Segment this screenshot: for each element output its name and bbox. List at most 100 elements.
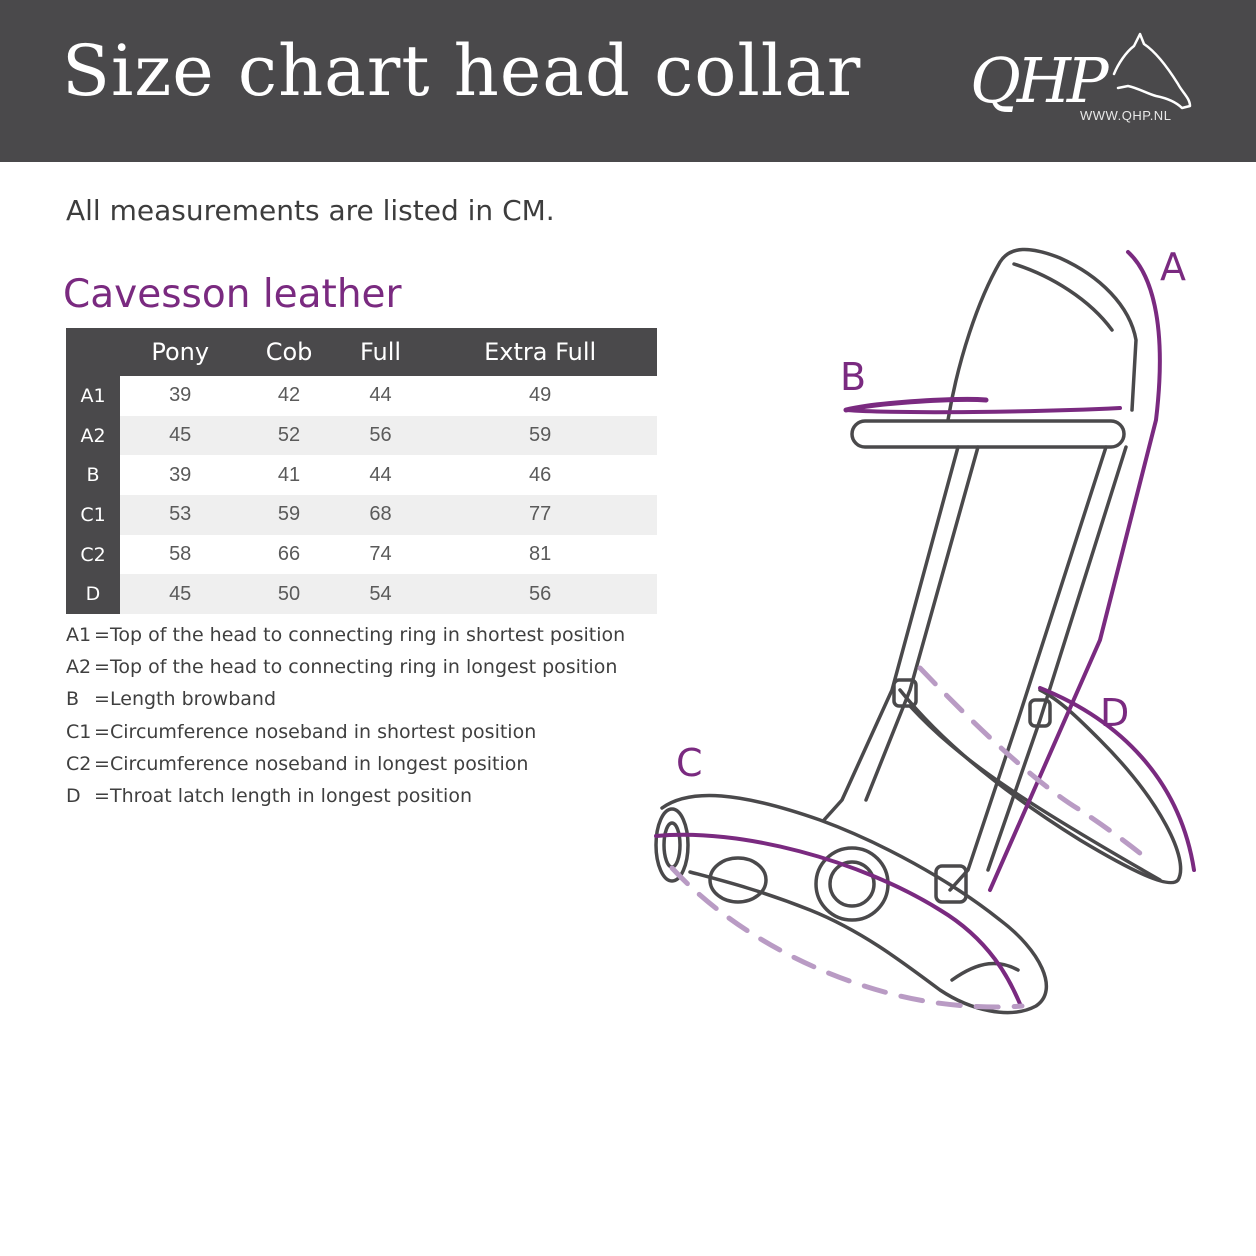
legend-text: Top of the head to connecting ring in sh…: [110, 624, 626, 646]
row-label: D: [66, 574, 120, 615]
legend-item: A2=Top of the head to connecting ring in…: [66, 654, 625, 686]
table-corner-cell: [66, 328, 120, 376]
ring-left: [654, 807, 690, 883]
legend-equals: =: [94, 688, 110, 711]
table-cell: 81: [529, 543, 552, 566]
table-cell: 50: [240, 574, 338, 615]
column-header-full: Full: [337, 328, 424, 376]
diagram-label-c: C: [676, 741, 703, 785]
table-row: B 39 41 44 46: [66, 455, 657, 496]
measure-line-d-dashed: [917, 665, 1149, 861]
legend-code: A2: [66, 656, 92, 679]
throat-latch-inner: [908, 704, 1162, 882]
logo-text: QHP: [970, 44, 1110, 117]
table-cell: 56: [423, 574, 657, 615]
noseband: [660, 793, 1048, 1015]
table-cell: 46: [529, 463, 552, 486]
legend-text: Top of the head to connecting ring in lo…: [110, 656, 618, 679]
legend-text: Circumference noseband in shortest posit…: [110, 720, 537, 743]
table-cell: 41: [277, 463, 301, 486]
column-header-pony: Pony: [120, 328, 241, 376]
table-cell: 45: [120, 415, 241, 456]
measure-line-c-dashed: [669, 865, 1025, 1010]
size-table: Pony Cob Full Extra Full A1 39 42 44 49 …: [66, 328, 657, 615]
measurement-note: All measurements are listed in CM.: [66, 194, 555, 227]
measure-line-a: [988, 250, 1162, 892]
legend-text: Length browband: [110, 688, 276, 711]
diagram-label-d: D: [1100, 691, 1129, 735]
row-label: A2: [66, 415, 120, 456]
table-cell: 58: [169, 543, 192, 566]
table-cell: 59: [423, 415, 657, 456]
legend-text: Circumference noseband in longest positi…: [110, 752, 529, 775]
legend-code: C1: [66, 720, 92, 743]
table-cell: 42: [277, 384, 301, 407]
buckle-lower: [934, 864, 968, 904]
row-label: A1: [66, 376, 120, 416]
head-collar-diagram: A B C D: [654, 245, 1196, 1015]
table-cell: 68: [337, 495, 424, 535]
measurement-legend: A1=Top of the head to connecting ring in…: [66, 622, 625, 815]
table-cell: 74: [369, 543, 392, 566]
table-cell: 39: [169, 463, 192, 486]
ring-left-inner: [662, 821, 682, 869]
noseband-front: [950, 961, 1020, 982]
measure-line-b: [843, 396, 989, 413]
section-title: Cavesson leather: [63, 272, 402, 317]
table-cell: 59: [240, 495, 338, 535]
table-cell: 49: [529, 384, 552, 407]
measurement-lines: [654, 250, 1196, 1010]
horse-head-icon: [1112, 32, 1192, 110]
measure-line-c: [654, 832, 1022, 1006]
logo-url[interactable]: WWW.QHP.NL: [1080, 108, 1172, 123]
legend-equals: =: [94, 752, 110, 775]
legend-equals: =: [94, 656, 110, 679]
legend-code: B: [66, 688, 80, 711]
table-row: C1 53 59 68 77: [66, 495, 657, 535]
diagram-label-a: A: [1160, 245, 1186, 289]
left-cheek-strap: [822, 445, 960, 822]
right-cheek-strap: [948, 445, 1108, 892]
table-cell: 77: [423, 495, 657, 535]
legend-item: D=Throat latch length in longest positio…: [66, 783, 625, 815]
legend-equals: =: [94, 784, 110, 807]
column-header-cob: Cob: [240, 328, 338, 376]
table-cell: 54: [337, 574, 424, 615]
row-label: C1: [66, 495, 120, 535]
buckle-left: [892, 678, 918, 708]
measure-line-b-right: [844, 406, 1122, 415]
table-cell: 56: [337, 415, 424, 456]
table-row: D 45 50 54 56: [66, 574, 657, 615]
table-row: A2 45 52 56 59: [66, 415, 657, 456]
table-row: A1 39 42 44 49: [66, 376, 657, 416]
right-cheek-strap-edge: [986, 445, 1128, 872]
table-row: C2 58 66 74 81: [66, 534, 657, 575]
crown-piece: [946, 247, 1138, 422]
table-cell: 53: [120, 495, 241, 535]
head-collar-outline: [654, 247, 1183, 1015]
ring-center-inner: [828, 860, 876, 908]
table-header-row: Pony Cob Full Extra Full: [66, 328, 657, 376]
qhp-logo[interactable]: QHP: [968, 28, 1200, 128]
header-banner: Size chart head collar QHP WWW.QHP.NL: [0, 0, 1256, 162]
legend-item: A1=Top of the head to connecting ring in…: [66, 622, 625, 654]
table-cell: 45: [120, 574, 241, 615]
table-cell: 44: [369, 463, 392, 486]
buckle-right: [1028, 698, 1052, 728]
legend-code: D: [66, 784, 81, 807]
row-label: B: [66, 455, 120, 496]
table-cell: 39: [169, 384, 192, 407]
crown-piece-inner: [1012, 262, 1114, 332]
legend-item: C2=Circumference noseband in longest pos…: [66, 751, 625, 783]
legend-item: B =Length browband: [66, 686, 625, 718]
ring-lower: [708, 856, 768, 904]
row-label: C2: [66, 534, 120, 575]
legend-code: A1: [66, 624, 92, 646]
legend-equals: =: [94, 720, 110, 743]
legend-item: C1=Circumference noseband in shortest po…: [66, 719, 625, 751]
left-cheek-strap-edge: [864, 445, 980, 802]
table-cell: 66: [277, 543, 301, 566]
diagram-label-b: B: [840, 355, 866, 399]
measure-line-d: [1038, 686, 1196, 872]
table-cell: 52: [240, 415, 338, 456]
